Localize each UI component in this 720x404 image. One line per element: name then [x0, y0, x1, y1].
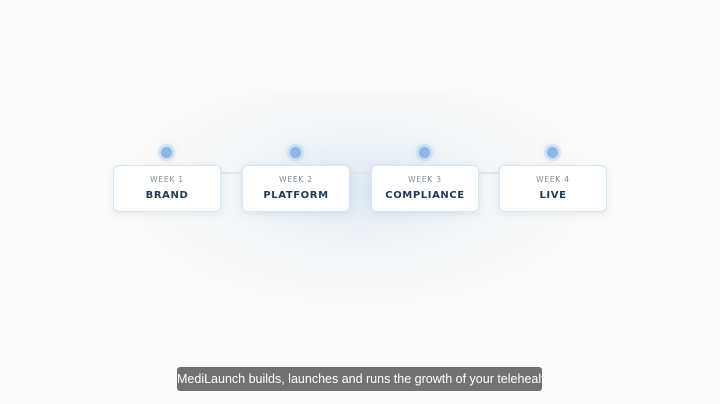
timeline-card-week-1: WEEK 1 BRAND — [113, 165, 221, 212]
step-title: COMPLIANCE — [385, 190, 465, 201]
timeline-connector-2 — [350, 172, 370, 174]
week-label: WEEK 4 — [536, 175, 570, 184]
timeline-card-week-3: WEEK 3 COMPLIANCE — [371, 165, 479, 212]
timeline-dot-week-2 — [290, 147, 301, 158]
subtitle-caption: MediLaunch builds, launches and runs the… — [177, 367, 552, 391]
step-title: LIVE — [539, 190, 567, 201]
week-label: WEEK 1 — [150, 175, 184, 184]
timeline-card-week-2: WEEK 2 PLATFORM — [242, 165, 350, 212]
timeline-connector-3 — [479, 172, 499, 174]
timeline-connector-1 — [221, 172, 241, 174]
week-label: WEEK 2 — [279, 175, 313, 184]
timeline-card-week-4: WEEK 4 LIVE — [499, 165, 607, 212]
week-label: WEEK 3 — [408, 175, 442, 184]
timeline-dot-week-4 — [547, 147, 558, 158]
timeline-dot-week-1 — [161, 147, 172, 158]
step-title: BRAND — [145, 190, 189, 201]
timeline-dot-week-3 — [419, 147, 430, 158]
step-title: PLATFORM — [263, 190, 329, 201]
